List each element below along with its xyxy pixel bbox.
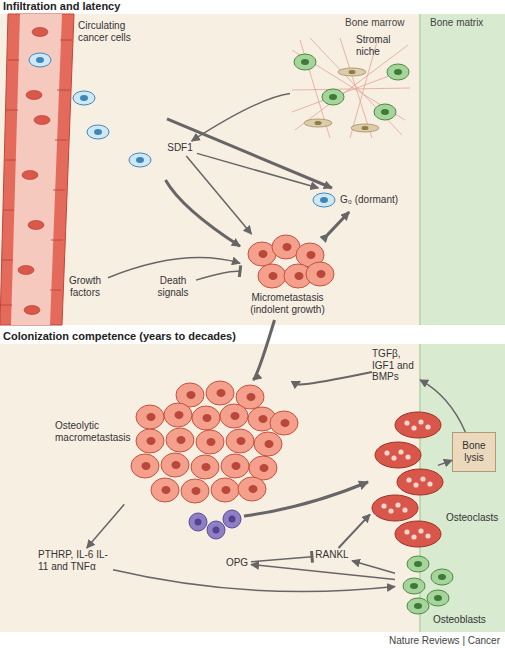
panel-heading: Infiltration and latency — [3, 0, 423, 13]
dormant-cell: G₀ (dormant) — [308, 188, 413, 212]
circulating-cells — [29, 53, 151, 167]
node-text: OPG — [223, 557, 251, 569]
node-text: Osteolytic macrometastasis — [55, 420, 135, 443]
osteoclast-art — [372, 412, 443, 547]
panel-band: Colonization competence (years to decade… — [0, 330, 505, 632]
matrix-edge — [419, 14, 421, 325]
node-text: Stromal niche — [356, 34, 400, 57]
node-text: Death signals — [150, 275, 196, 298]
arrow-connector — [438, 460, 452, 465]
node-text: Osteoclasts — [446, 512, 505, 524]
node-text: Bone lysis — [453, 440, 495, 463]
cell-group: Circulating cancer cells — [72, 18, 167, 180]
stromal-niche-art — [292, 38, 410, 138]
panel-background — [0, 344, 505, 632]
arrow-connector — [197, 153, 318, 188]
arrow-connector — [352, 561, 395, 573]
arrow-connector — [253, 320, 274, 380]
arrow-connector — [87, 505, 124, 548]
arrow-connector — [297, 372, 372, 384]
node-text: G₀ (dormant) — [340, 194, 412, 206]
signal-label: OPG — [223, 556, 251, 570]
arrow-connector — [192, 94, 290, 142]
precursor-cells — [189, 510, 241, 539]
arrow-connector — [186, 156, 251, 234]
macrometastasis: Osteolytic macrometastasis — [55, 380, 300, 505]
stromal-niche: Stromal niche — [290, 30, 410, 140]
panel-band: Infiltration and latencyCirculating canc… — [0, 0, 505, 325]
signal-label: Growth factors — [62, 273, 108, 301]
inhibition-connector — [251, 557, 312, 562]
node-text: Micrometastasis (indolent growth) — [240, 292, 335, 315]
node-text: Osteoblasts — [433, 614, 495, 626]
signal-label: RANKL — [312, 548, 352, 562]
dormant-cell-art — [313, 193, 335, 207]
arrow-connector — [420, 380, 465, 432]
node-text: SDF1 — [163, 142, 197, 154]
micrometastasis: Micrometastasis (indolent growth) — [240, 234, 335, 320]
blood-vessel — [0, 14, 74, 325]
arrow-connector — [113, 570, 395, 592]
region-label: Bone matrix — [430, 17, 500, 29]
region-label: Bone marrow — [345, 17, 415, 29]
panel-background — [0, 14, 505, 325]
inhibition-connector — [196, 271, 240, 280]
arrow-connector — [167, 119, 332, 188]
arrow-connector — [328, 212, 349, 235]
arrow-connector — [108, 258, 240, 278]
node-text: Circulating cancer cells — [78, 20, 148, 43]
differentiation-arrow — [244, 482, 368, 516]
panel-heading: Colonization competence (years to decade… — [3, 330, 423, 343]
node-text: Growth factors — [62, 275, 108, 298]
bone-lysis-box: Bone lysis — [452, 432, 496, 472]
cytokine-label: PTHRP, IL-6 IL-11 and TNFα — [38, 548, 113, 574]
arrow-connector — [339, 514, 371, 548]
node-text: TGFβ, IGF1 and BMPs — [372, 348, 420, 383]
arrow-connector — [166, 180, 241, 246]
osteoclast-group: Osteoclasts — [370, 408, 438, 548]
signal-label: Death signals — [150, 273, 196, 301]
node-text: PTHRP, IL-6 IL-11 and TNFα — [38, 549, 113, 572]
osteoblast-art — [403, 556, 453, 614]
bone-matrix-band — [420, 14, 505, 325]
macrometastasis-art — [131, 381, 298, 503]
osteoblast-group: Osteoblasts — [395, 552, 463, 614]
source-credit: Nature Reviews | Cancer — [300, 635, 500, 647]
arrow-connector — [251, 565, 395, 580]
micrometastasis-art — [248, 235, 334, 288]
signal-label: SDF1 — [163, 141, 197, 156]
factor-label: TGFβ, IGF1 and BMPs — [372, 348, 420, 386]
node-text: RANKL — [312, 549, 352, 561]
